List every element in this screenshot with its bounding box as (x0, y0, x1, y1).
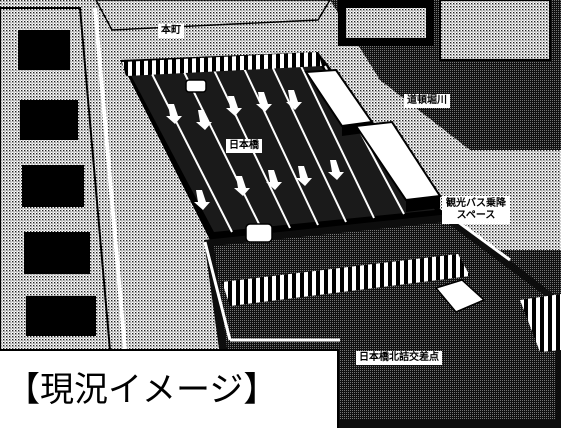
bus-space-label-line1: 観光バス乗降 (446, 198, 506, 209)
top-right-building-icon (338, 0, 551, 61)
bottom-crosswalk-icon (222, 254, 470, 306)
bus-space-label-line2: スペース (456, 210, 496, 221)
canal-label: 道頓堀川 (404, 94, 450, 108)
car-icon (185, 79, 486, 313)
left-building-icon (0, 7, 127, 351)
lane-arrow-icon (166, 90, 344, 210)
bus-icon (304, 68, 442, 212)
top-crosswalk-icon (122, 52, 322, 76)
bridge-label: 日本橋 (226, 139, 262, 153)
top-road-label: 本町 (158, 24, 184, 38)
right-crosswalk-icon (520, 294, 561, 352)
caption-box: 【現況イメージ】 (0, 349, 339, 428)
top-road-edge (95, 0, 331, 31)
intersection-label: 日本橋北詰交差点 (356, 351, 442, 365)
bus-space-label: 観光バス乗降 スペース (442, 196, 510, 224)
